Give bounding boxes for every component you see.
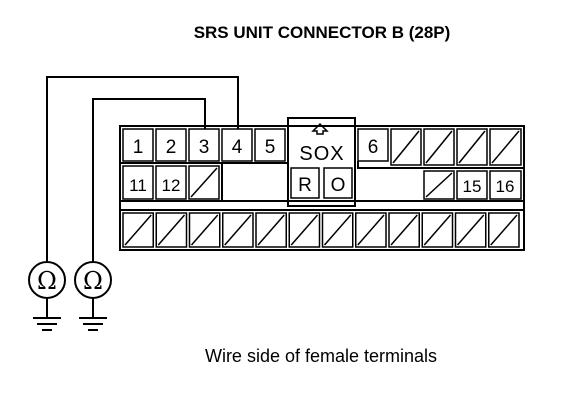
blank-terminal-slash: [490, 214, 518, 246]
row1-blank-cells: [390, 128, 522, 166]
row2-cells: [122, 165, 522, 200]
terminal-2: [155, 128, 187, 162]
blank-terminal-slash: [390, 214, 418, 246]
housing-cell-r: [290, 167, 320, 199]
terminal-label: 4: [232, 137, 243, 158]
housing-sub-label: R: [298, 175, 312, 196]
terminal-5: [254, 128, 286, 162]
probe-wire-terminal-4: [46, 76, 239, 262]
diagram-title: SRS UNIT CONNECTOR B (28P): [194, 23, 451, 42]
diagram-caption: Wire side of female terminals: [205, 346, 437, 366]
terminal-label: 3: [199, 137, 210, 158]
ohmmeter-2: Ω: [74, 261, 112, 331]
housing-label: SOX: [299, 143, 344, 165]
terminal-label: 11: [129, 176, 147, 195]
row2-labels: 11 12 15 16: [129, 176, 514, 196]
terminal-label: 12: [162, 176, 181, 195]
row3-blank-cells: [122, 212, 520, 248]
row1-cells: [122, 128, 286, 162]
terminal-12: [155, 165, 187, 200]
probe-wire-terminal-3: [92, 98, 206, 262]
terminal-label: 6: [368, 137, 379, 158]
terminal-1: [122, 128, 154, 162]
ohmmeter-1: Ω: [28, 261, 66, 331]
blank-terminal-slash: [423, 214, 452, 246]
blank-terminal-slash: [456, 214, 485, 246]
ohm-symbol: Ω: [37, 267, 57, 295]
terminal-label: 15: [463, 177, 482, 196]
terminal-label: 1: [133, 137, 144, 158]
terminal-label: 5: [265, 137, 276, 158]
terminal-6: [357, 128, 389, 162]
blank-terminal-slash: [157, 214, 186, 246]
terminal-3: [188, 128, 220, 162]
row1-labels: 1 2 3 4 5: [133, 137, 276, 158]
blank-terminal-slash: [257, 214, 285, 246]
key-arrow-icon: [311, 122, 329, 135]
probe-wires: [46, 76, 239, 262]
terminal-label: 2: [166, 137, 177, 158]
blank-terminal-slash: [190, 214, 219, 246]
housing-sub-label: O: [331, 175, 346, 196]
terminal-6-group: 6: [357, 128, 389, 169]
blank-terminal-slash: [357, 214, 385, 246]
ohm-symbol: Ω: [83, 267, 103, 295]
blank-terminal-slash: [323, 214, 352, 246]
connector-housing: SOX R O: [287, 117, 356, 207]
blank-terminal-slash: [290, 214, 319, 246]
terminal-16: [489, 170, 522, 200]
terminal-label: 16: [496, 177, 515, 196]
housing-cell-o: [323, 167, 353, 199]
blank-terminal-slash: [124, 214, 152, 246]
blank-terminal-slash: [224, 214, 252, 246]
terminal-15: [456, 170, 488, 200]
terminal-11: [122, 165, 154, 200]
